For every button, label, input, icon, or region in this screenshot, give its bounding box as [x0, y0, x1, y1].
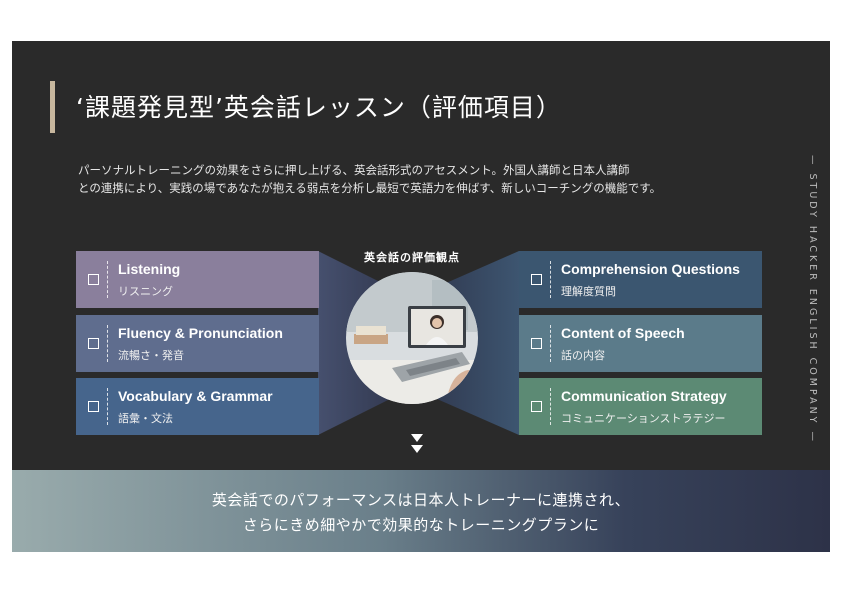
criterion-vocabulary: Vocabulary & Grammar 語彙・文法	[76, 378, 319, 435]
criterion-en: Listening	[118, 261, 180, 277]
criterion-jp: コミュニケーションストラテジー	[561, 410, 726, 426]
dashed-divider	[550, 261, 551, 298]
criterion-comprehension: Comprehension Questions 理解度質問	[519, 251, 762, 308]
evaluation-heading: 英会話の評価観点	[346, 249, 478, 265]
dashed-divider	[550, 388, 551, 425]
criterion-jp: 語彙・文法	[118, 410, 173, 426]
dashed-divider	[550, 325, 551, 362]
dashed-divider	[107, 325, 108, 362]
checkbox-icon	[531, 401, 542, 412]
checkbox-icon	[531, 338, 542, 349]
slide: ‘課題発見型’英会話レッスン（評価項目） パーソナルトレーニングの効果をさらに押…	[12, 41, 830, 552]
dashed-divider	[107, 261, 108, 298]
criterion-fluency: Fluency & Pronunciation 流暢さ・発音	[76, 315, 319, 372]
banner-line-2: さらにきめ細やかで効果的なトレーニングプランに	[12, 514, 830, 535]
lesson-photo	[346, 272, 478, 404]
banner-line-1: 英会話でのパフォーマンスは日本人トレーナーに連携され、	[12, 489, 830, 510]
dashed-divider	[107, 388, 108, 425]
criterion-jp: 流暢さ・発音	[118, 347, 184, 363]
checkbox-icon	[88, 338, 99, 349]
criterion-en: Vocabulary & Grammar	[118, 388, 273, 404]
criterion-en: Fluency & Pronunciation	[118, 325, 283, 341]
checkbox-icon	[88, 401, 99, 412]
criterion-en: Comprehension Questions	[561, 261, 740, 277]
summary-banner: 英会話でのパフォーマンスは日本人トレーナーに連携され、 さらにきめ細やかで効果的…	[12, 470, 830, 552]
criterion-en: Content of Speech	[561, 325, 685, 341]
down-arrows-icon	[409, 432, 425, 458]
criterion-listening: Listening リスニング	[76, 251, 319, 308]
criterion-jp: 理解度質問	[561, 283, 616, 299]
checkbox-icon	[88, 274, 99, 285]
criterion-jp: リスニング	[118, 283, 173, 299]
criterion-communication: Communication Strategy コミュニケーションストラテジー	[519, 378, 762, 435]
criterion-content: Content of Speech 話の内容	[519, 315, 762, 372]
checkbox-icon	[531, 274, 542, 285]
criterion-en: Communication Strategy	[561, 388, 727, 404]
criterion-jp: 話の内容	[561, 347, 605, 363]
